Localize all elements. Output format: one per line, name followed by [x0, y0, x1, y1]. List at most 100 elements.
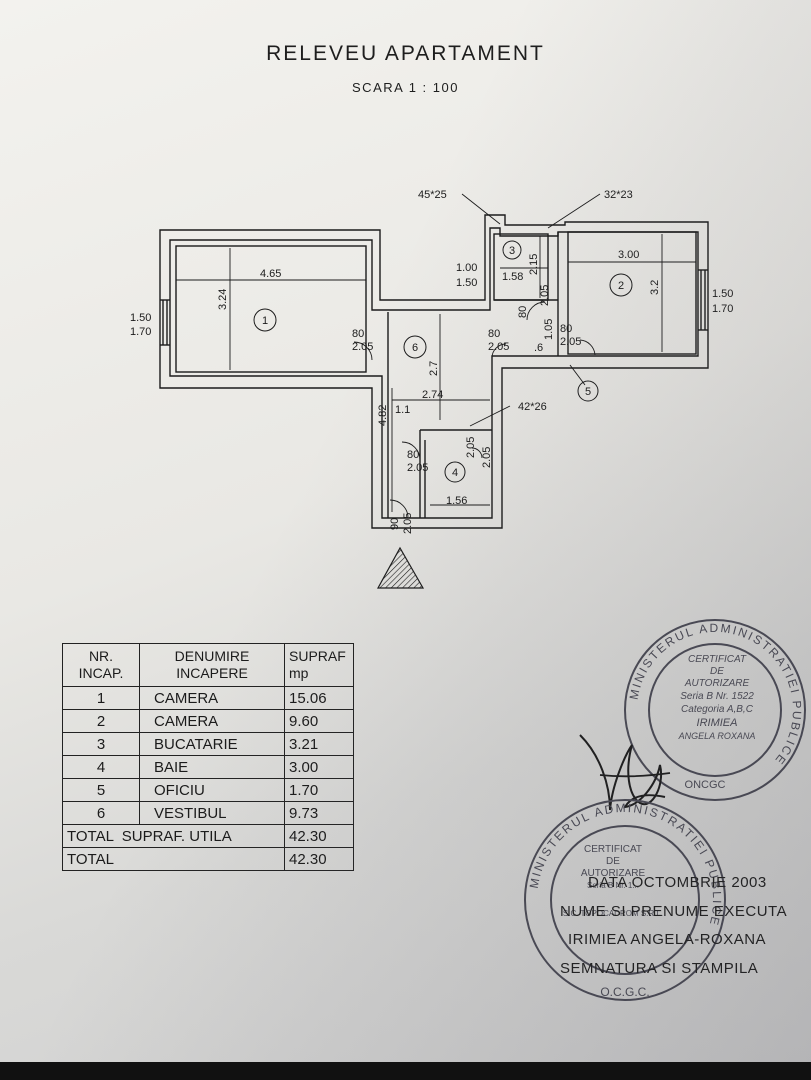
table-row: 3 BUCATARIE 3.21 [62, 732, 354, 756]
stamp-2-bottom: O.C.G.C. [600, 985, 649, 999]
authorization-stamp: MINISTERUL ADMINISTRATIEI PUBLICE CERTIF… [624, 619, 806, 801]
table-row: 4 BAIE 3.00 [62, 755, 354, 779]
room-2-window-b: 1.70 [712, 303, 733, 315]
stamp-2-line-1: CERTIFICAT [584, 844, 642, 855]
room-3-height: 2.15 [528, 254, 540, 275]
room-3-marker [502, 240, 522, 260]
row-nr: 5 [62, 778, 140, 802]
door-6-width: 90 [389, 518, 401, 530]
table-row: 1 CAMERA 15.06 [62, 686, 354, 710]
table-row: 5 OFICIU 1.70 [62, 778, 354, 802]
company-stamp: MINISTERUL ADMINISTRATIEI PUBLICE CERTIF… [524, 799, 726, 1001]
room-6-sub: 1.1 [395, 404, 410, 416]
stamp-1-line-6: IRIMIEA [697, 717, 738, 729]
door-2-width: 80 [488, 328, 500, 340]
door-6-height: 2.05 [402, 513, 414, 534]
opening-5-b: 1.05 [543, 319, 555, 340]
room-6-height: 2.7 [428, 361, 440, 376]
room-6-number: 6 [412, 342, 418, 354]
room-2-marker [609, 273, 633, 297]
stamp-1-line-1: CERTIFICAT [688, 654, 747, 665]
row-nr: 4 [62, 755, 140, 779]
stamp-2-line-5: S.C. TOPOCADROM S.R.L. [563, 909, 663, 918]
door-3-height: 2.05 [560, 336, 581, 348]
row-area: 1.70 [284, 778, 354, 802]
row-name: BUCATARIE [139, 732, 285, 756]
room-1-outline [175, 245, 367, 373]
executant-name: IRIMIEA ANGELA-ROXANA [568, 931, 767, 948]
row-area: 9.73 [284, 801, 354, 825]
room-6-left: 4.82 [377, 405, 389, 426]
door-5-height: 2.05 [407, 462, 428, 474]
stamp-2-line-2: DE [606, 856, 620, 867]
room-4-height: 2.05 [465, 437, 477, 458]
stamp-1-line-5: Categoria A,B,C [681, 704, 754, 715]
stamp-1-line-3: AUTORIZARE [684, 678, 750, 689]
row-area: 3.00 [284, 755, 354, 779]
room-3-window-a: 1.00 [456, 262, 477, 274]
total-util-row: TOTAL SUPRAF. UTILA 42.30 [62, 824, 354, 848]
room-1-marker [253, 308, 277, 332]
total-util-label: TOTAL SUPRAF. UTILA [62, 824, 285, 848]
header-area: SUPRAF mp [284, 643, 354, 687]
stamp-1-line-7: ANGELA ROXANA [678, 731, 756, 741]
row-nr: 2 [62, 709, 140, 733]
document-title: RELEVEU APARTAMENT [266, 42, 545, 65]
room-6-marker [403, 335, 427, 359]
row-area: 9.60 [284, 709, 354, 733]
room-2-outline [567, 231, 697, 355]
room-1-window-a: 1.50 [130, 312, 151, 324]
floor-plan: 1 2 3 4 5 6 45*25 32*23 42*26 4.65 3.24 … [130, 189, 733, 589]
opening-5-a: .6 [534, 342, 543, 354]
row-nr: 6 [62, 801, 140, 825]
table-header-row: NR. INCAP. DENUMIRE INCAPERE SUPRAF mp [62, 643, 354, 687]
header-nr: NR. INCAP. [62, 643, 140, 687]
room-1-window-b: 1.70 [130, 326, 151, 338]
stamp-1-line-2: DE [710, 666, 724, 677]
room-5-marker [577, 380, 599, 402]
door-3-width: 80 [560, 323, 572, 335]
door-4-height: 2.05 [539, 285, 551, 306]
row-nr: 1 [62, 686, 140, 710]
room-6-width: 2.74 [422, 389, 443, 401]
room-4-number: 4 [452, 467, 458, 479]
survey-date: DATA OCTOMBRIE 2003 [588, 874, 767, 891]
row-name: BAIE [139, 755, 285, 779]
room-3-width: 1.58 [502, 271, 523, 283]
total-row: TOTAL 42.30 [62, 847, 354, 871]
scale-label: SCARA 1 : 100 [352, 80, 459, 95]
room-4-width: 1.56 [446, 495, 467, 507]
door-1-width: 80 [352, 328, 364, 340]
room-3-window-b: 1.50 [456, 277, 477, 289]
room-1-width: 4.65 [260, 268, 281, 280]
room-1-number: 1 [262, 315, 268, 327]
table-row: 6 VESTIBUL 9.73 [62, 801, 354, 825]
room-1-height: 3.24 [217, 289, 229, 310]
row-name: VESTIBUL [139, 801, 285, 825]
room-2-width: 3.00 [618, 249, 639, 261]
room-2-height: 3.2 [649, 280, 661, 295]
stamp-2-line-4: Seria B Nr. 1... [587, 881, 639, 890]
window-label-top-right: 32*23 [604, 189, 633, 201]
room-2-window-a: 1.50 [712, 288, 733, 300]
entrance-marker [376, 546, 425, 589]
row-area: 15.06 [284, 686, 354, 710]
row-name: CAMERA [139, 686, 285, 710]
room-4-door-height: 2.05 [481, 447, 493, 468]
header-name: DENUMIRE INCAPERE [139, 643, 285, 687]
window-label-top-left: 45*25 [418, 189, 447, 201]
rooms-table: NR. INCAP. DENUMIRE INCAPERE SUPRAF mp 1… [62, 643, 354, 871]
room-3-number: 3 [509, 245, 515, 257]
row-nr: 3 [62, 732, 140, 756]
total-label: TOTAL [62, 847, 285, 871]
door-1-height: 2.05 [352, 341, 373, 353]
stamp-2-line-3: AUTORIZARE [581, 868, 646, 879]
room-5-number: 5 [585, 386, 591, 398]
door-4-width: 80 [517, 306, 529, 318]
door-2-height: 2.05 [488, 341, 509, 353]
row-name: OFICIU [139, 778, 285, 802]
room-2-number: 2 [618, 280, 624, 292]
window-label-mid: 42*26 [518, 401, 547, 413]
executant-label: NUME SI PRENUME EXECUTA [560, 903, 788, 920]
